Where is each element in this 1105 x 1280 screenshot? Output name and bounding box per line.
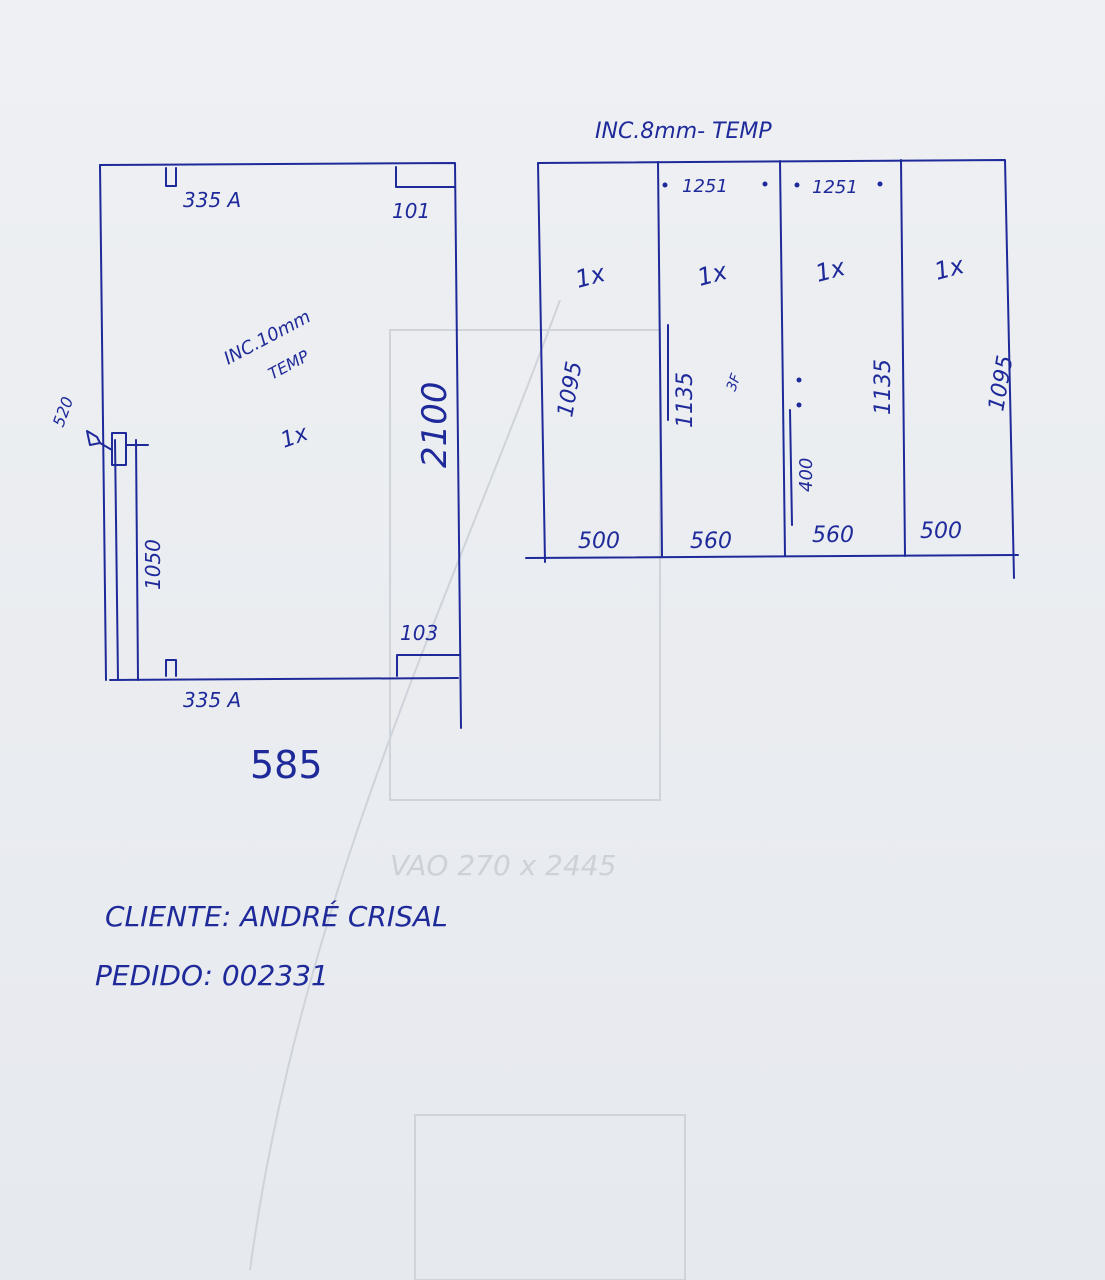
glass-spec-line2: TEMP (265, 346, 312, 383)
section-4-height: 1095 (984, 354, 1018, 413)
order-info: CLIENTE: ANDRÉ CRISAL PEDIDO: 002331 (95, 899, 448, 992)
section-3-top-label: 1251 (812, 177, 858, 198)
section-3-width: 560 (812, 523, 854, 548)
left-door-drawing: 335 A 101 103 335 A 2100 1050 520 INC.10… (49, 162, 462, 787)
width-label: 585 (250, 743, 323, 787)
section-1-qty: 1x (572, 259, 608, 294)
top-hinge-label: 335 A (183, 188, 241, 212)
lock-icon (111, 432, 127, 466)
order-number: PEDIDO: 002331 (95, 959, 329, 992)
section-4-qty: 1x (931, 251, 967, 286)
hinge-bottom-icon (165, 659, 177, 677)
section-2-width: 560 (690, 529, 732, 554)
right-glass-drawing: INC.8mm- TEMP 1x 1095 500 1251 1x 1135 3… (525, 119, 1019, 579)
section-2-note: 3F (724, 371, 745, 393)
section-1-height: 1095 (553, 360, 587, 419)
section-2-qty: 1x (694, 257, 730, 292)
height-label: 2100 (415, 381, 455, 468)
section-3-qty: 1x (812, 253, 848, 288)
section-2-height: 1135 (673, 372, 698, 428)
side-height-label: 1050 (141, 539, 165, 590)
section-1-width: 500 (578, 529, 620, 554)
section-4-width: 500 (920, 519, 962, 544)
hinge-top-icon (165, 167, 177, 187)
bottom-right-label: 103 (400, 621, 438, 645)
door-quantity: 1x (278, 421, 313, 454)
ghost-marks: VAO 270 x 2445 (249, 299, 686, 1280)
section-3-height: 1135 (871, 359, 896, 415)
svg-text:VAO 270 x 2445: VAO 270 x 2445 (390, 849, 616, 882)
corner-patch-bottom-icon (396, 654, 461, 677)
handle-height-label: 520 (49, 394, 77, 429)
client-name: CLIENTE: ANDRÉ CRISAL (105, 899, 448, 933)
glass-spec-title: INC.8mm- TEMP (595, 119, 772, 144)
section-2-top-label: 1251 (682, 176, 728, 197)
arrow-icon (86, 430, 101, 446)
bottom-hinge-label: 335 A (183, 688, 241, 712)
corner-patch-top-icon (395, 166, 456, 188)
section-3-note: 400 (796, 458, 817, 492)
top-right-label: 101 (392, 199, 430, 223)
